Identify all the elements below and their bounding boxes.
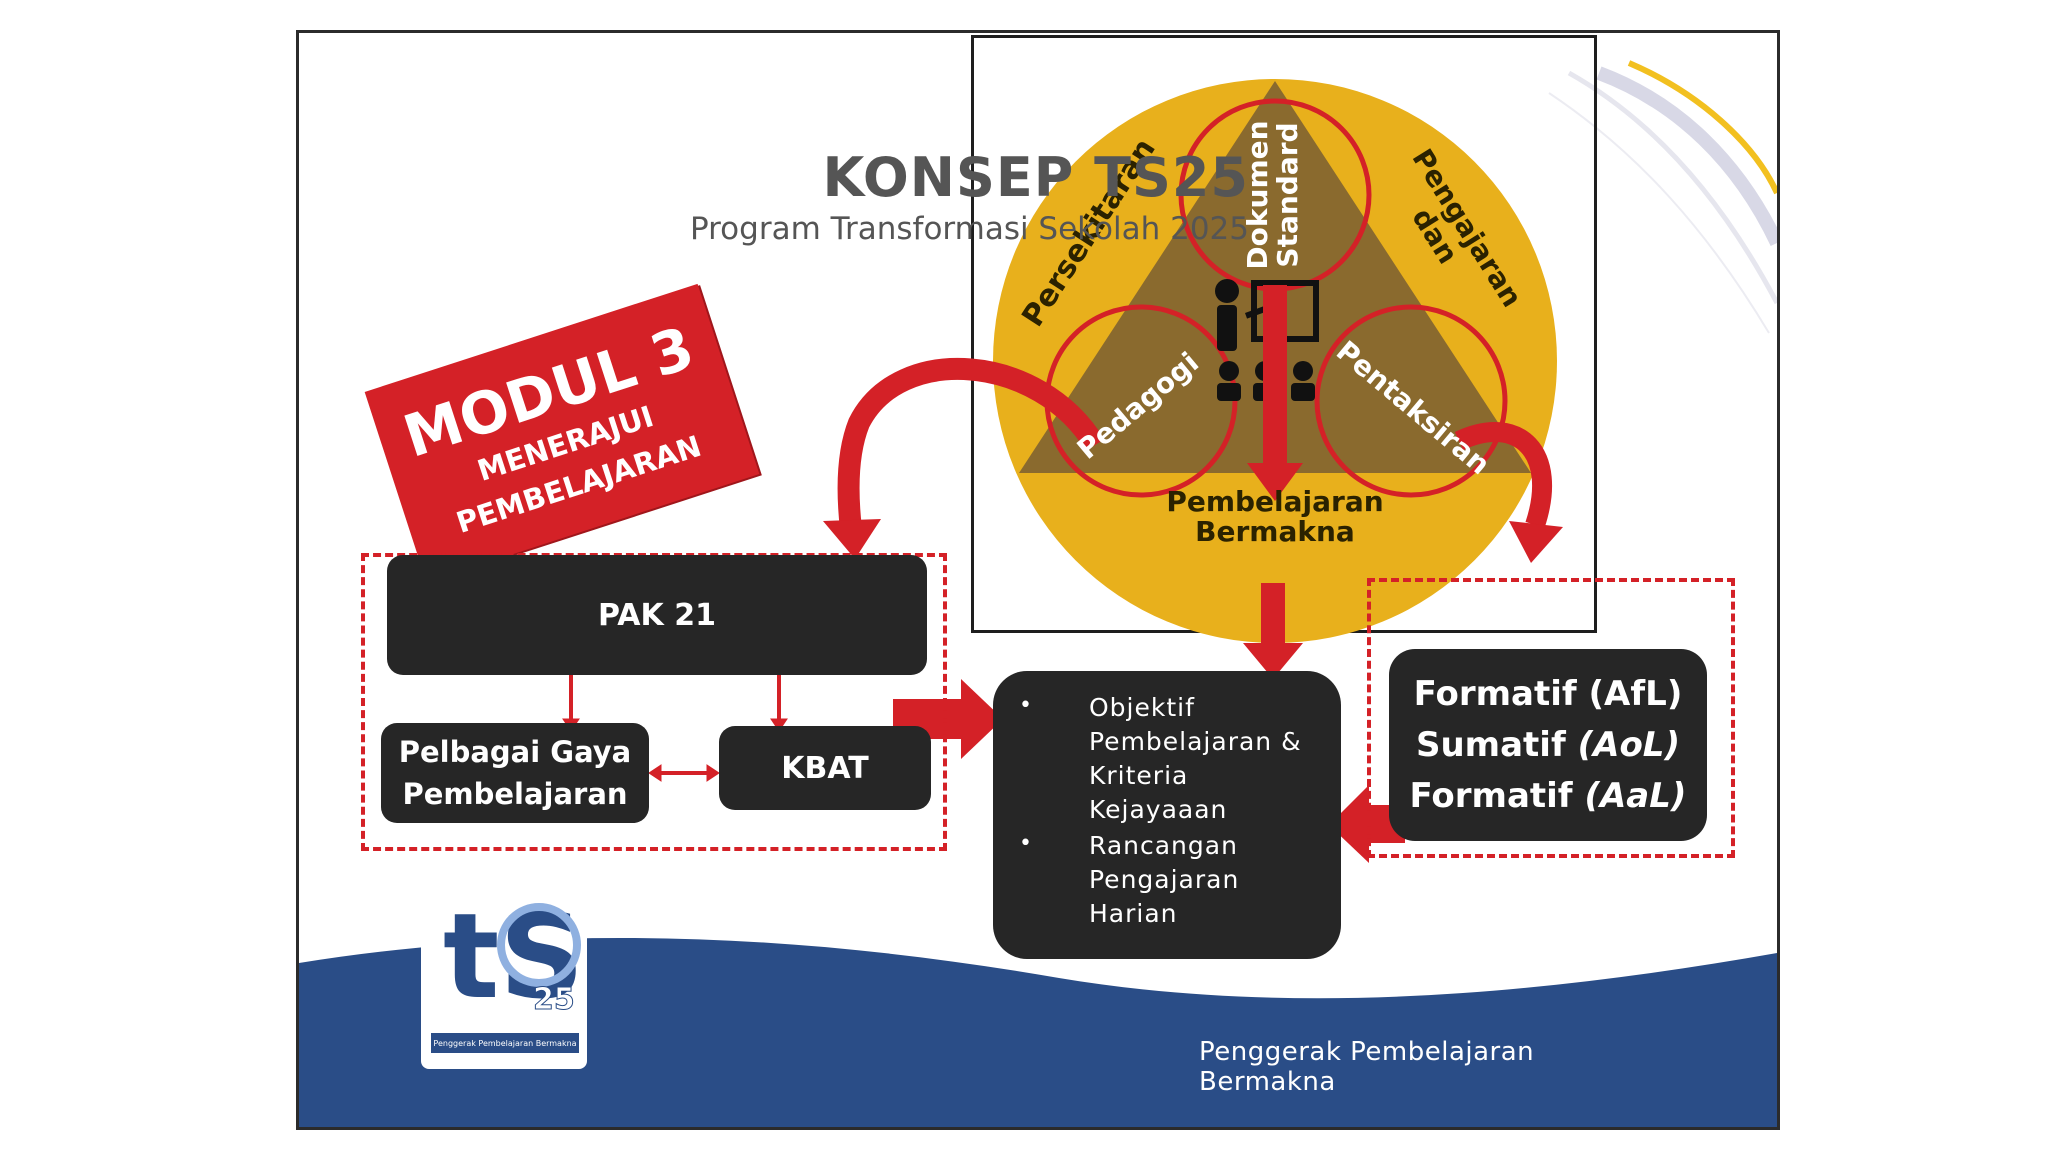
decorative-arc-4 — [1548, 92, 1770, 334]
center-item-2: • Rancangan Pengajaran Harian — [1013, 829, 1331, 931]
curve-arrow-right — [1454, 422, 1553, 529]
center-item-1-line-1: Objektif — [1089, 693, 1195, 722]
assessment-line-2: Sumatif (AoL) — [1416, 720, 1680, 771]
center-box: • Objektif Pembelajaran & Kriteria Kejay… — [993, 671, 1341, 959]
assessment-line-3-italic: (AaL) — [1584, 775, 1687, 816]
arrow-left-1-head — [1329, 785, 1369, 863]
kbat-box: KBAT — [719, 726, 931, 810]
center-item-1-line-2: Pembelajaran & — [1089, 727, 1302, 756]
bullet: • — [1019, 693, 1033, 718]
curve-arrow-right-head — [1509, 521, 1563, 563]
logo-caption: Penggerak Pembelajaran Bermakna — [431, 1033, 579, 1053]
gaya-line-2: Pembelajaran — [402, 777, 628, 811]
curve-arrow-left-head — [823, 519, 881, 559]
label-pembelajaran: Pembelajaran — [1166, 485, 1383, 518]
ts25-logo-mark: tS 25 — [431, 881, 584, 1031]
label-bermakna: Bermakna — [1195, 515, 1355, 548]
arrow-right-1-head — [961, 679, 1003, 759]
center-item-2-line-1: Rancangan — [1089, 831, 1238, 860]
page-title: KONSEP TS25 — [822, 146, 1249, 209]
triangle — [1019, 81, 1531, 473]
assessment-line-3: Formatif (AaL) — [1410, 771, 1687, 822]
gaya-pembelajaran-box: Pelbagai Gaya Pembelajaran — [381, 723, 649, 823]
page-subtitle: Program Transformasi Sekolah 2025 — [689, 211, 1249, 247]
right-group-border — [1367, 578, 1735, 858]
slide: Dokumen Standard Pedagogi Pentaksiran Pe… — [296, 30, 1780, 1130]
decorative-arc-2 — [1567, 70, 1777, 305]
circle-pentaksiran — [1314, 304, 1508, 498]
assessment-box: Formatif (AfL) Sumatif (AoL) Formatif (A… — [1389, 649, 1707, 841]
assessment-line-2-prefix: Sumatif — [1415, 724, 1578, 765]
footer-tagline: Penggerak Pembelajaran Bermakna — [1199, 1037, 1535, 1097]
assessment-line-3-prefix: Formatif — [1409, 775, 1585, 816]
svg-text:25: 25 — [533, 982, 575, 1017]
decorative-arc-1 — [1596, 66, 1777, 247]
arrow-down-1-head — [1247, 463, 1303, 501]
center-item-2-line-2: Pengajaran — [1089, 865, 1240, 894]
center-item-1-line-4: Kejayaaan — [1089, 795, 1228, 824]
arrow-down-1 — [1263, 285, 1287, 465]
gaya-line-1: Pelbagai Gaya — [398, 734, 632, 769]
assessment-line-2-italic: (AoL) — [1577, 724, 1681, 765]
decorative-arc-3 — [1627, 60, 1777, 195]
triangle-diagram: Dokumen Standard Pedagogi Pentaksiran Pe… — [562, 79, 1563, 863]
center-item-1: • Objektif Pembelajaran & Kriteria Kejay… — [1013, 691, 1331, 827]
assessment-line-1: Formatif (AfL) — [1413, 673, 1683, 714]
footer-wave-dots — [299, 931, 1777, 995]
pak21-box: PAK 21 — [387, 555, 927, 675]
bullet: • — [1019, 831, 1033, 856]
center-item-1-line-3: Kriteria — [1089, 761, 1189, 790]
arrow-down-2-head — [1243, 643, 1303, 679]
label-dokumen-2: Standard — [1271, 122, 1304, 267]
center-item-2-line-3: Harian — [1089, 899, 1178, 928]
curve-arrow-left — [837, 358, 1105, 531]
background-decor — [299, 60, 1777, 1127]
label-dokumen-1: Dokumen — [1241, 120, 1274, 269]
footer-wave — [299, 937, 1777, 1127]
arrow-down-2 — [1261, 583, 1285, 647]
